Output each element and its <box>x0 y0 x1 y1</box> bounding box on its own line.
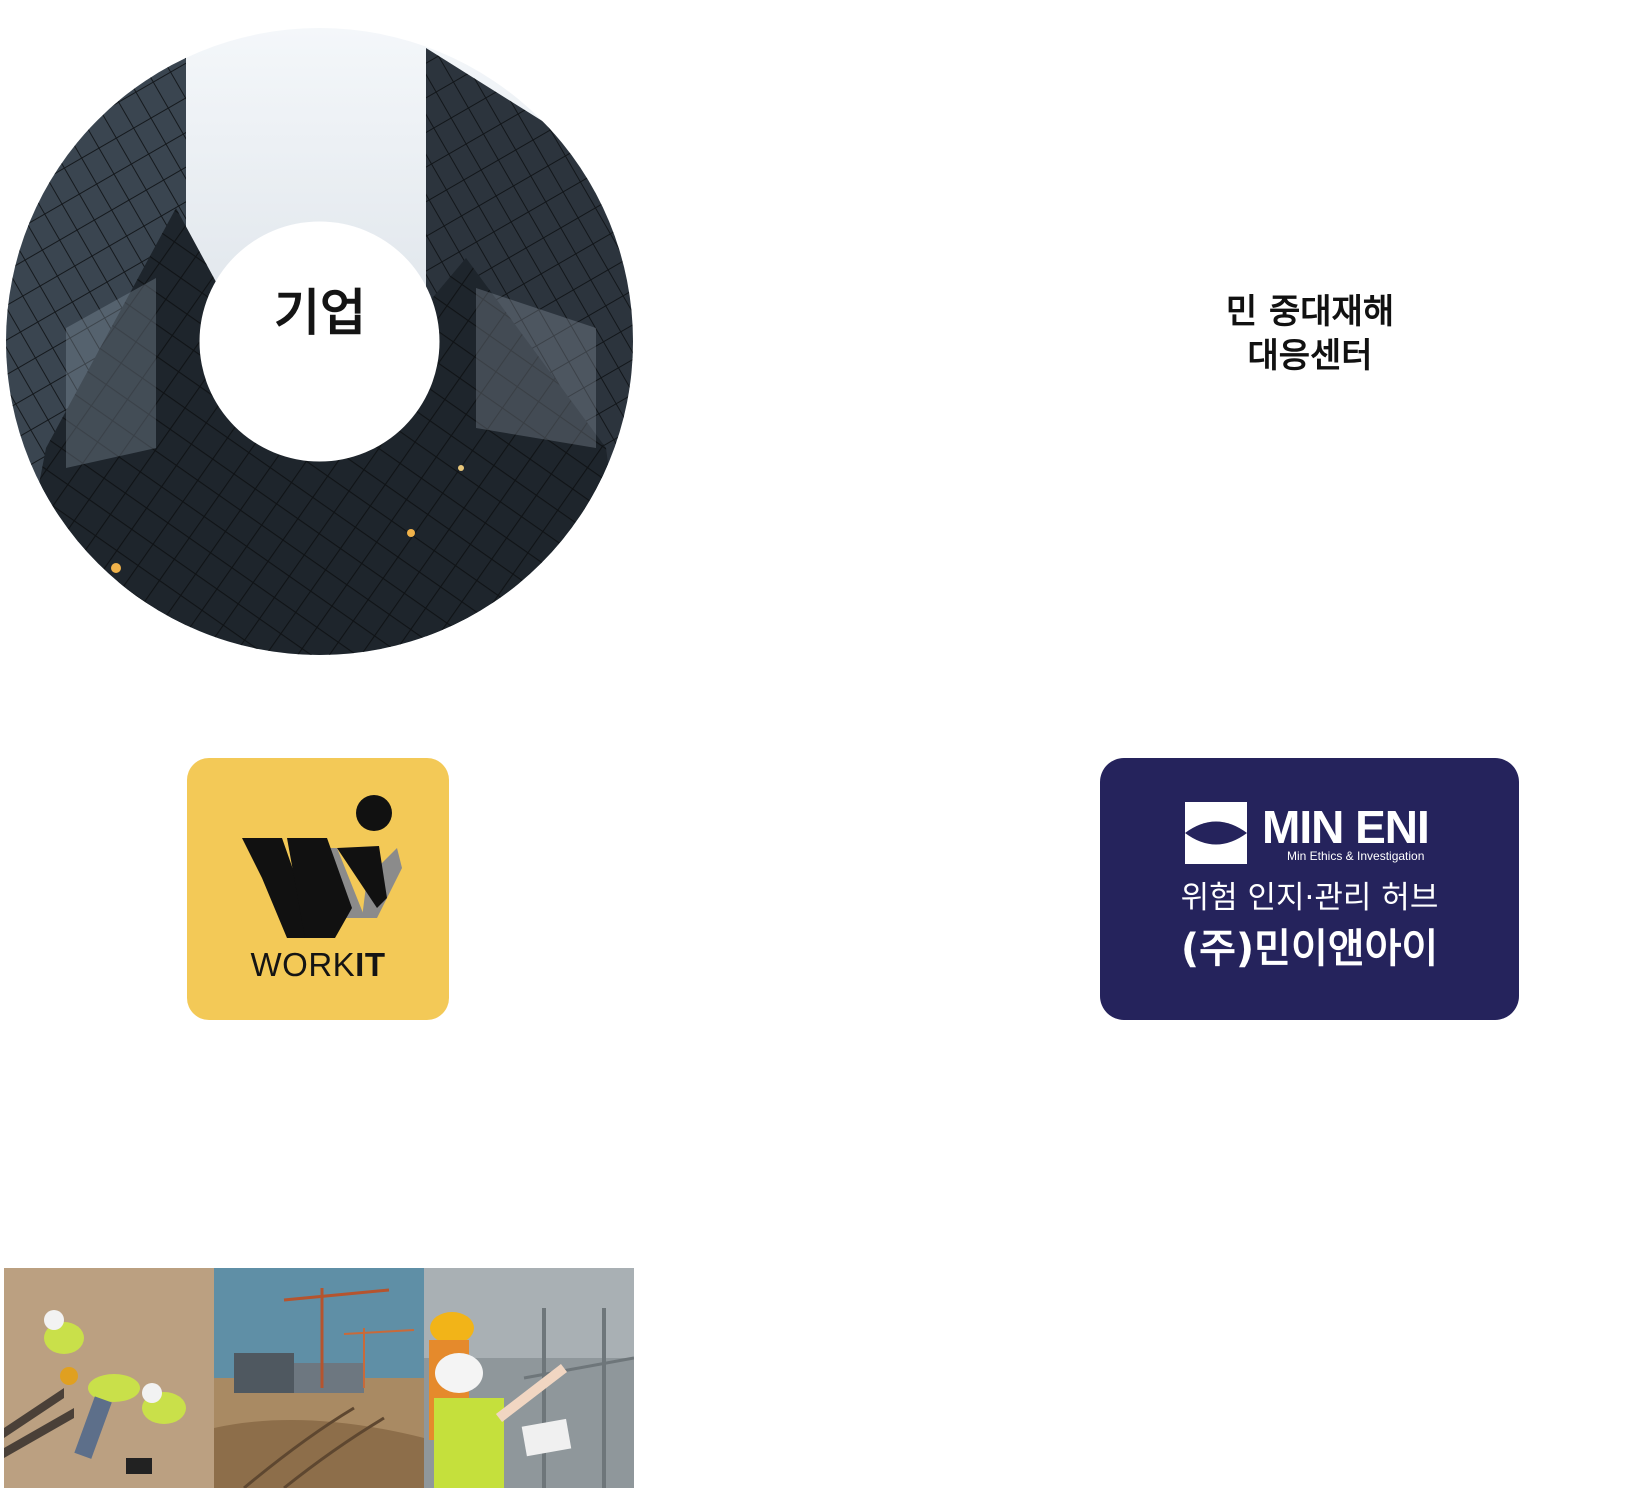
photo-engineers-site <box>424 1268 634 1488</box>
photo-construction-cranes <box>214 1268 424 1488</box>
mineni-company: (주)민이앤아이 <box>1180 926 1439 972</box>
workit-wi-mark-icon <box>242 795 402 938</box>
mineni-subtitle: Min Ethics & Investigation <box>1287 849 1425 863</box>
center-title-line2: 대응센터 <box>1247 336 1373 377</box>
corporate-label: 기업 <box>274 284 366 342</box>
workit-word-regular: WORK <box>250 946 356 983</box>
workit-word-bold: IT <box>355 946 386 983</box>
workit-wordmark: WORKIT <box>187 946 449 984</box>
photo-injured-worker <box>4 1268 214 1488</box>
mineni-tagline: 위험 인지·관리 허브 <box>1180 880 1439 916</box>
workit-logo: WORKIT <box>187 758 449 1020</box>
construction-photo-strip <box>4 1268 634 1488</box>
corporate-building-circle-image <box>6 28 633 655</box>
center-title: 민 중대재해 대응센터 <box>1160 290 1460 378</box>
mineni-eye-mark-icon <box>1185 802 1247 864</box>
mineni-logo-card: MIN ENI Min Ethics & Investigation 위험 인지… <box>1100 758 1519 1020</box>
center-title-line1: 민 중대재해 <box>1225 292 1395 332</box>
mineni-name: MIN ENI <box>1262 801 1430 853</box>
